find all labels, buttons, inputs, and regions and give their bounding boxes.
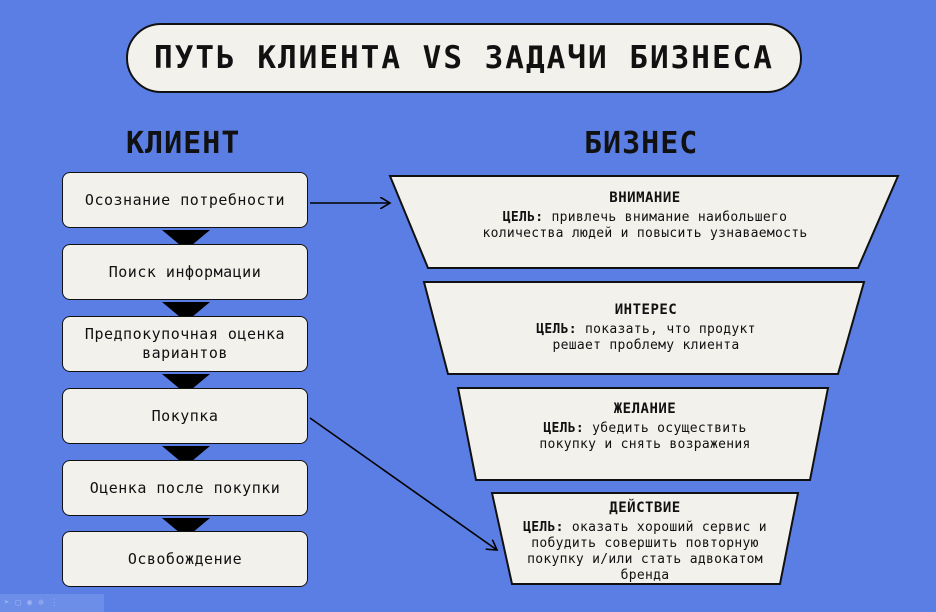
client-step-search: Поиск информации <box>62 244 308 300</box>
funnel-stage-desire: ЖЕЛАНИЕ ЦЕЛЬ: убедить осуществить покупк… <box>528 401 762 453</box>
goal-label: ЦЕЛЬ: <box>523 520 564 535</box>
goal-text: показать, что продукт решает проблему кл… <box>552 322 756 353</box>
funnel-stage-attention-shape <box>388 175 900 269</box>
stage-name: ДЕЙСТВИЕ <box>609 500 681 516</box>
stage-goal: ЦЕЛЬ: оказать хороший сервис и побудить … <box>522 520 768 584</box>
goal-label: ЦЕЛЬ: <box>502 210 544 225</box>
goal-label: ЦЕЛЬ: <box>536 322 577 337</box>
goal-label: ЦЕЛЬ: <box>543 421 585 436</box>
funnel-stage-attention: ВНИМАНИЕ ЦЕЛЬ: привлечь внимание наиболь… <box>470 190 820 242</box>
funnel-stage-desire-shape <box>456 387 830 481</box>
stage-goal: ЦЕЛЬ: убедить осуществить покупку и снят… <box>528 421 762 453</box>
goal-text: убедить осуществить покупку и снять возр… <box>539 421 751 452</box>
client-step-post-purchase: Оценка после покупки <box>62 460 308 516</box>
stage-goal: ЦЕЛЬ: показать, что продукт решает пробл… <box>518 322 774 354</box>
page-title: ПУТЬ КЛИЕНТА VS ЗАДАЧИ БИЗНЕСА <box>126 23 802 93</box>
funnel-stage-interest: ИНТЕРЕС ЦЕЛЬ: показать, что продукт реша… <box>518 302 774 354</box>
client-step-purchase: Покупка <box>62 388 308 444</box>
stage-name: ВНИМАНИЕ <box>609 190 681 206</box>
business-heading: БИЗНЕС <box>584 126 699 161</box>
funnel-stage-action: ДЕЙСТВИЕ ЦЕЛЬ: оказать хороший сервис и … <box>522 500 768 584</box>
funnel-stage-interest-shape <box>422 281 866 375</box>
client-step-awareness: Осознание потребности <box>62 172 308 228</box>
settings-icon[interactable]: ✻ <box>38 598 44 608</box>
stage-goal: ЦЕЛЬ: привлечь внимание наибольшего коли… <box>470 210 820 242</box>
frame-icon[interactable]: ▢ <box>15 598 21 608</box>
stage-name: ЖЕЛАНИЕ <box>613 401 677 417</box>
stage-name: ИНТЕРЕС <box>614 302 678 318</box>
arrow-purchase-to-action <box>309 417 497 550</box>
client-heading: КЛИЕНТ <box>126 126 241 161</box>
more-icon[interactable]: ⋮ <box>49 598 59 608</box>
client-step-evaluation: Предпокупочная оценка вариантов <box>62 316 308 372</box>
cursor-icon[interactable]: ➤ <box>4 598 10 608</box>
funnel-stage-action-shape <box>490 492 800 585</box>
goal-text: оказать хороший сервис и побудить соверш… <box>527 520 767 583</box>
canvas-toolbar: ➤ ▢ ◉ ✻ ⋮ <box>0 594 104 612</box>
eye-icon[interactable]: ◉ <box>26 598 33 608</box>
client-step-release: Освобождение <box>62 531 308 587</box>
goal-text: привлечь внимание наибольшего количества… <box>482 210 808 241</box>
